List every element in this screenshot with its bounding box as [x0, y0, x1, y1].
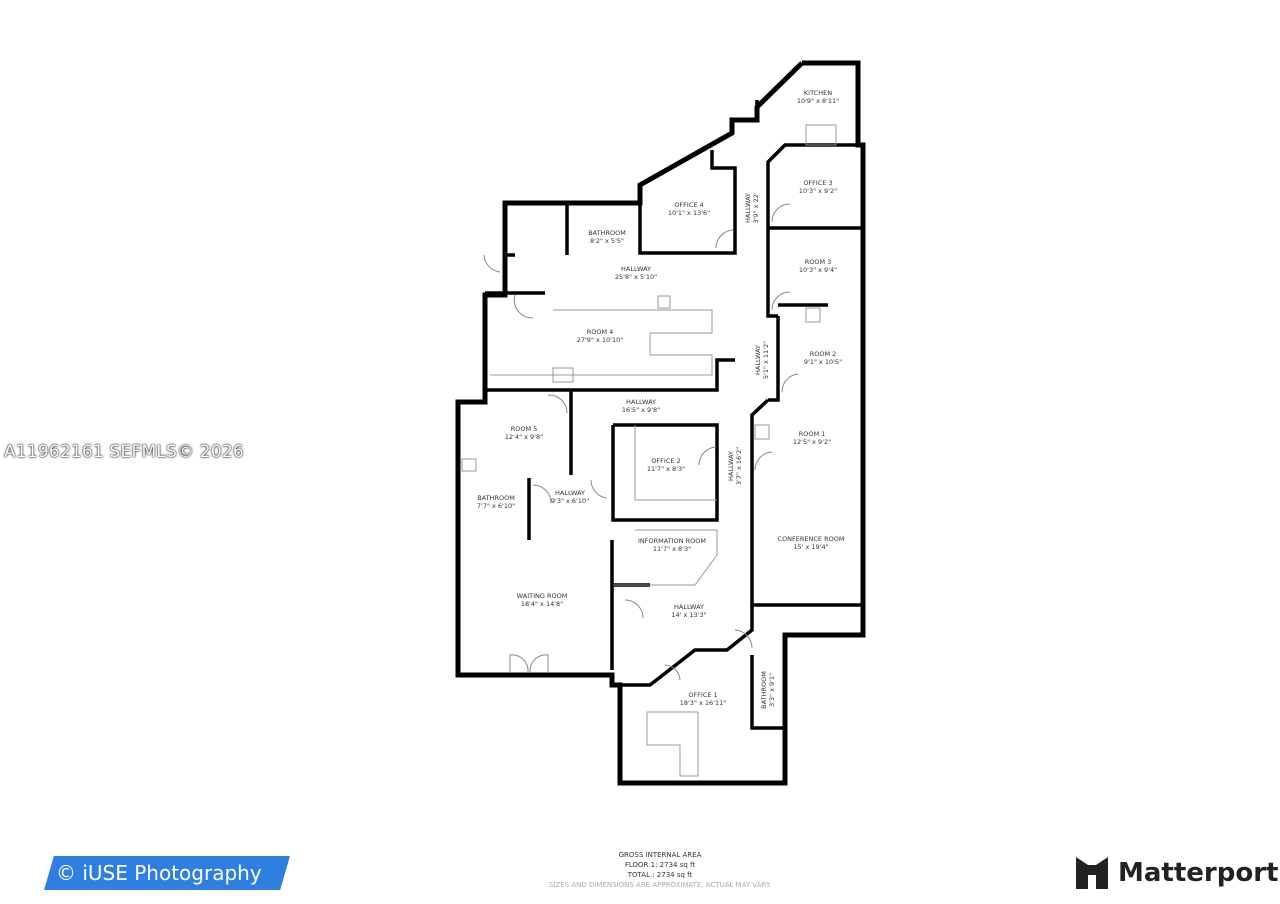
- room-dims-bathroom-south: 3'3" x 9'1": [768, 673, 776, 707]
- room-name-office-4: OFFICE 4: [674, 201, 703, 209]
- fixtures: [461, 124, 837, 777]
- room-name-hallway-east: HALLWAY: [754, 345, 762, 375]
- photographer-credit: © iUSE Photography: [56, 861, 262, 885]
- room-name-room-1: ROOM 1: [799, 430, 826, 438]
- doors: [483, 203, 799, 681]
- area-summary: GROSS INTERNAL AREA FLOOR 1: 2734 sq ft …: [530, 850, 790, 890]
- room-name-office-2: OFFICE 2: [651, 457, 680, 465]
- room-dims-room-4: 27'9" x 10'10": [577, 336, 623, 344]
- room-dims-hallway-small: 9'3" x 6'10": [551, 497, 589, 505]
- room-name-bathroom-north: BATHROOM: [588, 229, 626, 237]
- room-name-hallway-west: HALLWAY: [621, 265, 651, 273]
- room-dims-hallway-north: 3'9" x 22': [752, 192, 760, 223]
- room-name-room-4: ROOM 4: [587, 328, 614, 336]
- matterport-logo: Matterport: [1074, 855, 1278, 891]
- room-dims-office-2: 11'7" x 8'3": [647, 465, 685, 473]
- room-dims-room-5: 12'4" x 9'8": [505, 433, 543, 441]
- room-name-bathroom-west: BATHROOM: [477, 494, 515, 502]
- room-dims-hallway-mid: 3'7" x 16'2": [735, 447, 743, 485]
- room-dims-hallway-center: 16'5" x 9'8": [622, 406, 660, 414]
- room-dims-kitchen: 10'9" x 8'11": [797, 97, 839, 105]
- matterport-icon: [1076, 857, 1108, 889]
- room-name-hallway-south: HALLWAY: [674, 603, 704, 611]
- room-labels: KITCHEN 10'9" x 8'11" OFFICE 4 10'1" x 1…: [477, 89, 845, 709]
- room-name-hallway-small: HALLWAY: [555, 489, 585, 497]
- room-name-kitchen: KITCHEN: [804, 89, 832, 97]
- area-total: TOTAL : 2734 sq ft: [627, 871, 693, 879]
- room-name-hallway-north: HALLWAY: [744, 193, 752, 223]
- room-dims-office-3: 10'3" x 9'2": [799, 187, 837, 195]
- room-name-waiting-room: WAITING ROOM: [517, 592, 568, 600]
- room-name-office-3: OFFICE 3: [803, 179, 832, 187]
- room-name-office-1: OFFICE 1: [688, 691, 717, 699]
- room-dims-bathroom-north: 8'2" x 5'5": [590, 237, 624, 245]
- area-floor: FLOOR 1: 2734 sq ft: [624, 861, 696, 869]
- room-name-bathroom-south: BATHROOM: [760, 671, 768, 709]
- photographer-banner: © iUSE Photography: [44, 856, 290, 890]
- room-dims-hallway-east: 5'1" x 11'2": [762, 341, 770, 379]
- room-dims-hallway-south: 14' x 13'3": [671, 611, 706, 619]
- room-name-room-5: ROOM 5: [511, 425, 538, 433]
- mls-watermark: A11962161 SEFMLS© 2026: [4, 442, 244, 462]
- room-name-conference-room: CONFERENCE ROOM: [778, 535, 845, 543]
- room-dims-hallway-west: 25'8" x 5'10": [615, 273, 657, 281]
- room-dims-room-2: 9'1" x 10'5": [804, 358, 842, 366]
- area-title: GROSS INTERNAL AREA: [618, 851, 702, 859]
- room-dims-office-4: 10'1" x 13'6": [668, 209, 710, 217]
- room-name-hallway-center: HALLWAY: [626, 398, 656, 406]
- room-name-room-2: ROOM 2: [810, 350, 837, 358]
- area-disclaimer: SIZES AND DIMENSIONS ARE APPROXIMATE, AC…: [548, 881, 772, 889]
- brand-name: Matterport: [1118, 858, 1279, 888]
- room-dims-conference-room: 15' x 19'4": [793, 543, 828, 551]
- room-dims-bathroom-west: 7'7" x 6'10": [477, 502, 515, 510]
- room-dims-office-1: 18'3" x 16'11": [680, 699, 726, 707]
- room-dims-waiting-room: 18'4" x 14'8": [521, 600, 563, 608]
- exterior-wall: [455, 60, 866, 786]
- room-name-hallway-mid: HALLWAY: [727, 451, 735, 481]
- room-name-information-room: INFORMATION ROOM: [638, 537, 706, 545]
- room-dims-information-room: 11'7" x 8'3": [653, 545, 691, 553]
- room-dims-room-3: 10'3" x 9'4": [799, 266, 837, 274]
- room-name-room-3: ROOM 3: [805, 258, 832, 266]
- room-dims-room-1: 12'5" x 9'2": [793, 438, 831, 446]
